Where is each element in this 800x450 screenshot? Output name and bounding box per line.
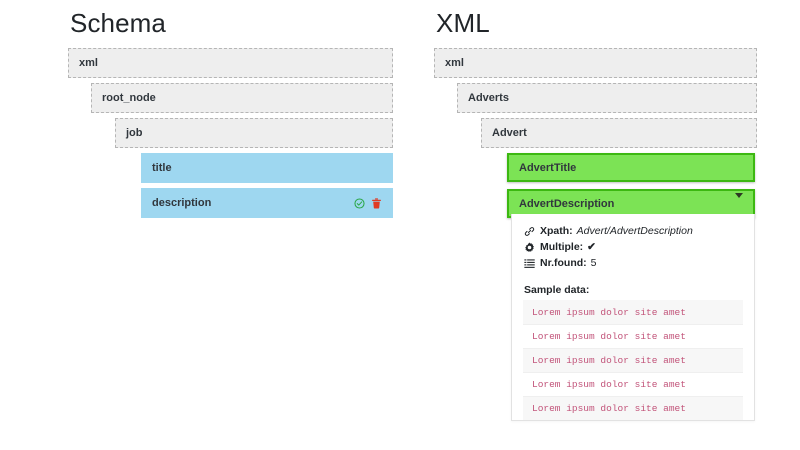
sample-data-row: Lorem ipsum dolor site amet (523, 396, 743, 420)
tree-node-description[interactable]: description (141, 188, 393, 218)
tree-node-job[interactable]: job (115, 118, 393, 148)
sample-data-label: Sample data: (524, 284, 590, 296)
node-detail-panel: Xpath: Advert/AdvertDescription Multiple… (511, 214, 755, 421)
trash-icon[interactable] (371, 197, 382, 209)
link-icon (523, 226, 536, 237)
tree-node-adverts[interactable]: Adverts (457, 83, 757, 113)
tree-node-label: root_node (102, 92, 156, 104)
tree-node-label: job (126, 127, 143, 139)
multiple-value: ✔ (587, 241, 596, 253)
list-icon (523, 258, 536, 269)
tree-node-label: title (152, 162, 172, 174)
gear-icon (523, 242, 536, 253)
tree-node-label: Adverts (468, 92, 509, 104)
tree-node-actions (354, 197, 382, 209)
sample-data-row: Lorem ipsum dolor site amet (523, 348, 743, 372)
xpath-label: Xpath: (540, 225, 573, 237)
tree-node-adverttitle[interactable]: AdvertTitle (507, 153, 755, 182)
tree-node-label: AdvertTitle (519, 161, 577, 174)
sample-data-row: Lorem ipsum dolor site amet (523, 300, 743, 324)
nrfound-row: Nr.found: 5 (523, 256, 743, 271)
tree-node-label: description (152, 197, 212, 209)
tree-node-label: xml (79, 57, 98, 69)
sample-data-row: Lorem ipsum dolor site amet (523, 324, 743, 348)
xpath-value: Advert/AdvertDescription (576, 225, 693, 237)
tree-node-xml[interactable]: xml (68, 48, 393, 78)
tree-node-advertdescription[interactable]: AdvertDescription (507, 189, 755, 218)
nrfound-value: 5 (590, 257, 597, 269)
nrfound-label: Nr.found: (540, 257, 587, 269)
tree-node-xml[interactable]: xml (434, 48, 757, 78)
tree-node-root_node[interactable]: root_node (91, 83, 393, 113)
tree-node-label: AdvertDescription (519, 197, 615, 210)
schema-title: Schema (70, 8, 166, 38)
tree-node-advert[interactable]: Advert (481, 118, 757, 148)
xml-title: XML (436, 8, 490, 38)
tree-node-title[interactable]: title (141, 153, 393, 183)
xpath-row: Xpath: Advert/AdvertDescription (523, 224, 743, 239)
multiple-label: Multiple: (540, 241, 584, 253)
check-circle-icon[interactable] (354, 197, 365, 209)
tree-node-label: xml (445, 57, 464, 69)
tree-node-label: Advert (492, 127, 527, 139)
multiple-row: Multiple: ✔ (523, 240, 743, 255)
sample-data-row: Lorem ipsum dolor site amet (523, 372, 743, 396)
